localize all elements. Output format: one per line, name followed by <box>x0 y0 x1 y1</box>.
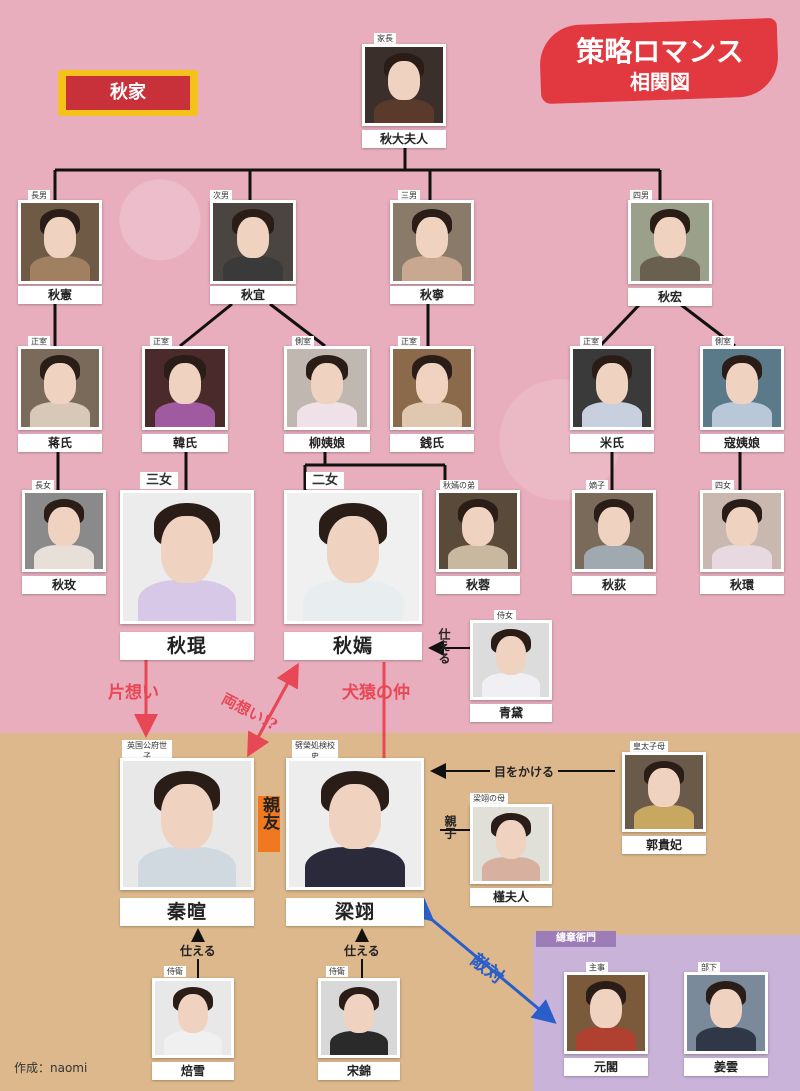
portrait-son2 <box>210 200 296 284</box>
role-label: 長女 <box>32 480 54 491</box>
role-label: 主事 <box>586 962 608 973</box>
portrait-qin-xuan <box>120 758 254 890</box>
name-qin-xuan: 秦暄 <box>120 898 254 926</box>
name-qing-dai: 青黛 <box>470 704 552 722</box>
family-banner: 秋家 <box>58 70 198 116</box>
name-son4: 秋宏 <box>628 288 712 306</box>
portrait-son1 <box>18 200 102 284</box>
name-qiu-rong: 秋蓉 <box>436 576 520 594</box>
role-label: 劈榮処検校史 <box>292 740 338 762</box>
name-song-jin: 宋錦 <box>318 1062 400 1080</box>
name-son2: 秋宜 <box>210 286 296 304</box>
role-label: 侍女 <box>494 610 516 621</box>
best-friends-badge <box>258 796 280 852</box>
name-qiu-di: 秋荻 <box>572 576 656 594</box>
portrait-son3 <box>390 200 474 284</box>
name-elder: 秋大夫人 <box>362 130 446 148</box>
relation-best-friends: 親友 <box>259 796 279 830</box>
role-label: 英国公府世子 <box>122 740 172 762</box>
portrait-guo-gui-fei <box>622 752 706 832</box>
relation-unrequited: 片想い <box>108 683 159 703</box>
role-label: 次男 <box>210 190 232 201</box>
portrait-qiu-mei <box>22 490 106 572</box>
name-qiu-huan: 秋環 <box>700 576 784 594</box>
portrait-qiu-huan <box>700 490 784 572</box>
name-wife3: 銭氏 <box>390 434 474 452</box>
role-label: 二女 <box>306 472 345 489</box>
name-concubine2: 柳姨娘 <box>284 434 370 452</box>
portrait-son4 <box>628 200 712 284</box>
portrait-wife1 <box>18 346 102 430</box>
portrait-elder <box>362 44 446 126</box>
relation-serve-liang: 仕える <box>344 942 380 959</box>
portrait-qiu-rong <box>436 490 520 572</box>
role-label: 三女 <box>140 472 179 489</box>
relation-serve-qin: 仕える <box>180 942 216 959</box>
name-qiu-lin: 秋琨 <box>120 632 254 660</box>
role-label: 正室 <box>28 336 50 347</box>
family-banner-label: 秋家 <box>66 76 190 110</box>
portrait-qiu-di <box>572 490 656 572</box>
relation-parent-child: 親子 <box>443 815 457 839</box>
name-bei-xue: 焙雪 <box>152 1062 234 1080</box>
portrait-bei-xue <box>152 978 234 1058</box>
role-label: 秋嫣の弟 <box>440 480 478 491</box>
portrait-qiu-lin <box>120 490 254 624</box>
name-yuan-ge: 元閣 <box>564 1058 648 1076</box>
name-jiang-yun: 姜雲 <box>684 1058 768 1076</box>
role-label: 四男 <box>630 190 652 201</box>
name-son3: 秋寧 <box>390 286 474 304</box>
name-concubine4: 寇姨娘 <box>700 434 784 452</box>
credit: 作成：naomi <box>14 1061 88 1075</box>
role-label: 正室 <box>150 336 172 347</box>
role-label: 側室 <box>292 336 314 347</box>
subtitle: 相関図 <box>630 70 690 94</box>
name-qiu-yan: 秋嫣 <box>284 632 422 660</box>
role-label: 部下 <box>698 962 720 973</box>
portrait-wife2 <box>142 346 228 430</box>
portrait-liang-xiang <box>286 758 424 890</box>
role-label: 正室 <box>580 336 602 347</box>
portrait-song-jin <box>318 978 400 1058</box>
portrait-concubine4 <box>700 346 784 430</box>
portrait-qing-dai <box>470 620 552 700</box>
name-guo-gui-fei: 郭貴妃 <box>622 836 706 854</box>
name-jin-fu-ren: 槿夫人 <box>470 888 552 906</box>
role-label: 家長 <box>374 33 396 44</box>
portrait-yuan-ge <box>564 972 648 1054</box>
role-label: 侍衛 <box>164 966 186 977</box>
role-label: 嫡子 <box>586 480 608 491</box>
portrait-jin-fu-ren <box>470 804 552 884</box>
portrait-wife4 <box>570 346 654 430</box>
title: 策略ロマンス <box>576 35 744 68</box>
role-label: 梁翊の母 <box>470 793 508 804</box>
relation-eye-on: 目をかける <box>490 763 559 780</box>
name-wife4: 米氏 <box>570 434 654 452</box>
role-label: 長男 <box>28 190 50 201</box>
name-wife1: 蒋氏 <box>18 434 102 452</box>
group-label-zongzhang: 總章衙門 <box>536 931 616 947</box>
role-label: 三男 <box>398 190 420 201</box>
portrait-wife3 <box>390 346 474 430</box>
name-wife2: 韓氏 <box>142 434 228 452</box>
name-qiu-mei: 秋玫 <box>22 576 106 594</box>
portrait-concubine2 <box>284 346 370 430</box>
relation-enemies: 犬猿の仲 <box>342 683 410 703</box>
role-label: 侍衛 <box>326 966 348 977</box>
role-label: 正室 <box>398 336 420 347</box>
role-label: 皇太子母 <box>630 741 668 752</box>
relation-serve-qingdai: 仕える <box>437 628 451 664</box>
role-label: 四女 <box>712 480 734 491</box>
name-son1: 秋憲 <box>18 286 102 304</box>
portrait-jiang-yun <box>684 972 768 1054</box>
portrait-qiu-yan <box>284 490 422 624</box>
role-label: 側室 <box>712 336 734 347</box>
name-liang-xiang: 梁翊 <box>286 898 424 926</box>
